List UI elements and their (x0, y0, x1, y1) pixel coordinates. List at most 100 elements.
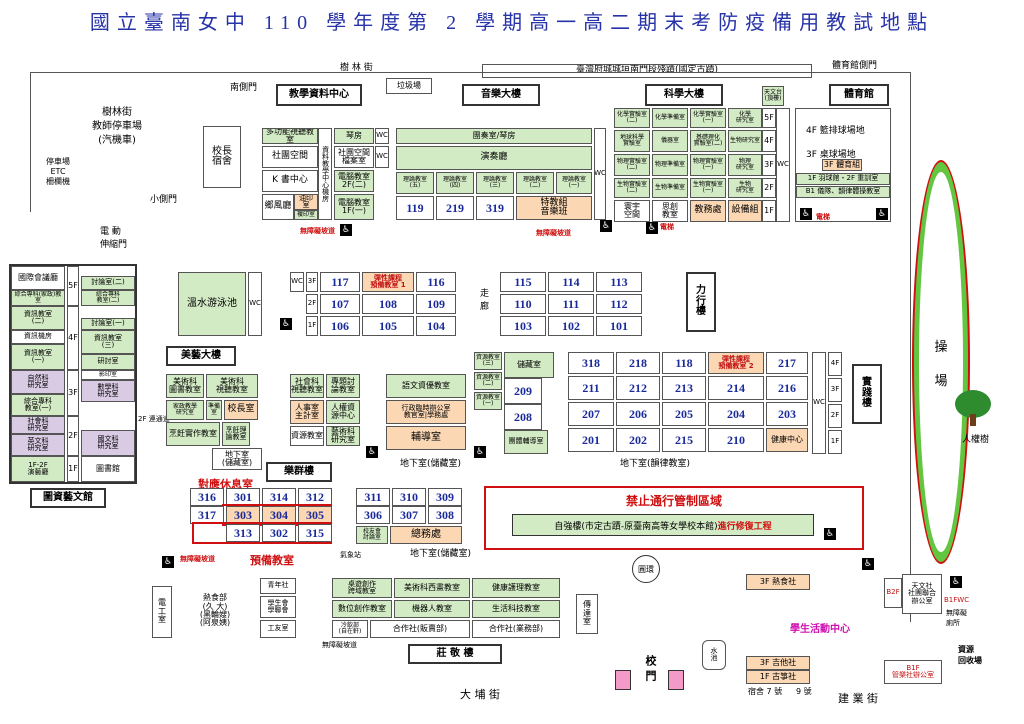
gym-elevator: 電梯 (816, 213, 830, 221)
corridor-label: 走 廊 (480, 289, 490, 312)
room-114: 114 (548, 272, 594, 292)
floor-1f: 1F (306, 316, 318, 336)
guitar-club: 3F 吉他社 (746, 656, 810, 670)
sci-floor-4: 4F (762, 130, 776, 152)
youth-club: 青年社 (260, 578, 296, 594)
robot-room: 機器人教室 (394, 600, 470, 618)
middle-basement: 地下室(儲藏室) (400, 459, 462, 469)
room-theory-4: 理論教室 (四) (436, 172, 474, 194)
room-316: 316 (190, 488, 224, 506)
art-basement: 地下室 (儲藏室) (212, 448, 262, 470)
room-club-space: 社團空間 (262, 146, 318, 168)
sci-chem-research: 化學 研究室 (728, 108, 762, 128)
tech-room: 生活科技教室 (472, 600, 560, 618)
room-computer-2: 電腦教室 2F(二) (334, 170, 374, 192)
arts-research: 藝術科 研究室 (326, 426, 360, 446)
access-ramp: 無障礙坡道 (322, 641, 357, 649)
art-block: 美術科 圖書教室 美術科 視聽教室 家政教學 研究室 準備 室 校長室 烹飪實作… (166, 374, 366, 456)
room-218: 218 (616, 352, 660, 374)
sci-phys-research: 物理 研究室 (728, 154, 762, 176)
room-109: 109 (416, 294, 456, 314)
motor-gate: 電 動 伸縮門 (100, 227, 128, 250)
header-lixing: 力 行 樓 (686, 272, 716, 332)
room-206: 206 (616, 402, 660, 426)
room-server: 資料教學中心機房 (318, 128, 332, 220)
storage: 儲藏室 (504, 352, 554, 378)
west-home-ec: 綜合專科(家政)教室 (11, 290, 65, 306)
band-club: B1F 管樂社辦公室 (884, 660, 942, 684)
dorm-7: 宿舍 7 號 (748, 687, 783, 696)
room-105: 105 (362, 316, 414, 336)
student-council: 學生會 學聯會 (260, 596, 296, 618)
west-general-1: 綜合專科 教室(一) (11, 394, 65, 416)
room-202: 202 (616, 428, 660, 452)
cooking-lab: 烹飪實作教室 (166, 422, 220, 446)
header-art: 美藝大樓 (166, 346, 236, 366)
room-111: 111 (548, 294, 594, 314)
room-print: 油印 室 (294, 194, 318, 210)
room-theory-1: 理論教室 (一) (556, 172, 592, 194)
social-av: 社會科 視聽教室 (290, 374, 324, 398)
room-101: 101 (596, 316, 642, 336)
boundary-right (910, 72, 911, 622)
cooking-theory: 烹飪理 論教室 (222, 422, 250, 446)
header-science: 科學大樓 (645, 84, 723, 106)
floor-2f: 2F (306, 294, 318, 314)
wc-teaching-2: WC (375, 146, 389, 168)
west-floor-4: 4F (67, 306, 79, 370)
sci-bio-prep: 生物準備室 (652, 178, 688, 198)
sci-universe: 寰宇 空間 (614, 200, 650, 222)
science-grid: 化學實驗室 (二) 化學準備室 化學實驗室 (一) 化學 研究室 地球科學 實驗… (614, 108, 764, 222)
general-affairs: 總務處 (390, 526, 462, 544)
sci-chem-lab-2: 化學實驗室 (二) (614, 108, 650, 128)
ziqiang-building: 自強樓(市定古蹟-原臺南高等女學校本館) 進行修復工程 (512, 514, 814, 536)
main-gate: 校 門 (644, 655, 657, 681)
gym-b1: B1 儀隊、韻律體操教室 (796, 186, 890, 198)
room-217: 217 (766, 352, 808, 374)
cold-drinks: 冷飲部 (自在軒) (332, 620, 368, 638)
accessible-icon: ♿ (474, 446, 486, 458)
coop-office: 合作社(業務部) (472, 620, 560, 638)
south-floor-4: 4F (828, 352, 842, 376)
wc-teaching: WC (375, 128, 389, 144)
sci-floor-3: 3F (762, 154, 776, 176)
gate-pillar-left (615, 670, 631, 690)
south-basement: 地下室(韻律教室) (620, 459, 691, 469)
west-general-2: 綜合專科 教室(二) (81, 290, 135, 306)
street-jianye: 建 業 街 (838, 692, 878, 705)
room-203: 203 (766, 402, 808, 426)
central-block: WC 3F 2F 1F 117 彈性課程 預備教室 1 116 107 108 … (290, 272, 470, 338)
accessible-icon: ♿ (824, 528, 836, 540)
room-study: K 書中心 (262, 170, 318, 192)
roundabout: 圓環 (632, 555, 660, 583)
health-center: 健康中心 (766, 428, 808, 452)
tree-trunk (970, 414, 976, 426)
accessible-icon: ♿ (800, 208, 812, 220)
room-212: 212 (616, 376, 660, 400)
sci-phys-prep: 物理準備室 (652, 154, 688, 176)
west-info-2: 資訊教室 (二) (11, 306, 65, 330)
b2f: B2F (884, 578, 902, 608)
elective-prep-1: 彈性課程 預備教室 1 (362, 272, 414, 292)
digital-creation: 數位創作教室 (332, 600, 392, 618)
resource-3: 資源教室 (三) (474, 352, 502, 370)
room-110: 110 (500, 294, 546, 314)
gym-side-gate: 體育館側門 (832, 61, 878, 71)
resource-1: 資源教室 (一) (474, 392, 502, 410)
accessible-icon: ♿ (280, 318, 292, 330)
gym-3f-pe: 3F 體育組 (822, 159, 862, 171)
room-archive: 社團空間 檔案室 (334, 146, 374, 168)
accessible-icon: ♿ (950, 576, 962, 588)
western-painting: 美術科西畫教室 (394, 578, 470, 598)
resource-room: 資源教室 (290, 426, 324, 446)
sci-bio-research: 生物研究室 (728, 130, 762, 152)
header-shijian: 實 踐 樓 (852, 364, 882, 424)
gifted-language: 語文資優教室 (386, 374, 466, 398)
sci-floor-1: 1F (762, 200, 776, 222)
accessible-icon: ♿ (600, 220, 612, 232)
west-discuss-2: 討論室(二) (81, 276, 135, 290)
sci-equipment: 設備組 (728, 200, 762, 222)
sci-bio-research-2: 生物 研究室 (728, 178, 762, 198)
parking-gate: 停車場 ETC 柵欄機 (46, 157, 70, 186)
tree-icon (955, 390, 991, 418)
